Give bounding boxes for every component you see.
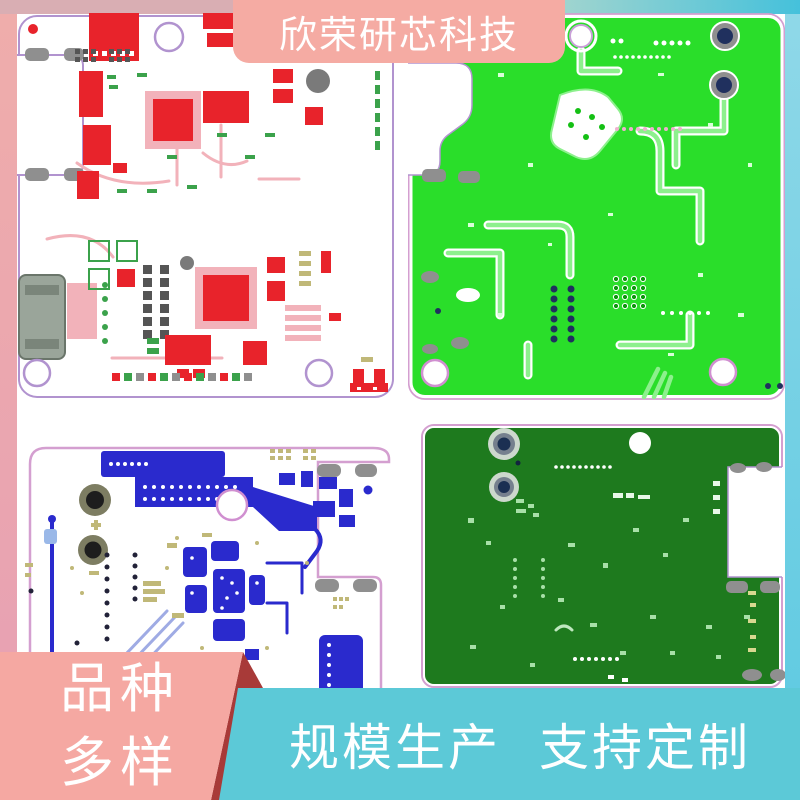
slogan-left: 规模生产	[289, 720, 501, 776]
pcb-layout-dark-green-image	[421, 424, 785, 688]
brand-name: 欣荣研芯科技	[278, 15, 519, 57]
background-strip-right	[785, 14, 800, 690]
pcb-layout-blue-image	[25, 446, 391, 799]
brand-banner: 欣荣研芯科技	[233, 0, 565, 63]
pcb-layout-red-image	[17, 13, 394, 398]
variety-line1: 品种	[60, 659, 180, 719]
pcb-layout-bright-green-image	[408, 13, 785, 400]
slogan-banner: 规模生产 支持定制	[219, 688, 800, 800]
variety-ribbon: 品种 多样	[0, 652, 243, 800]
background-strip-left	[0, 14, 17, 654]
background-strip-top-right	[565, 0, 800, 14]
variety-line2: 多样	[60, 733, 180, 793]
slogan-right: 支持定制	[539, 720, 751, 776]
